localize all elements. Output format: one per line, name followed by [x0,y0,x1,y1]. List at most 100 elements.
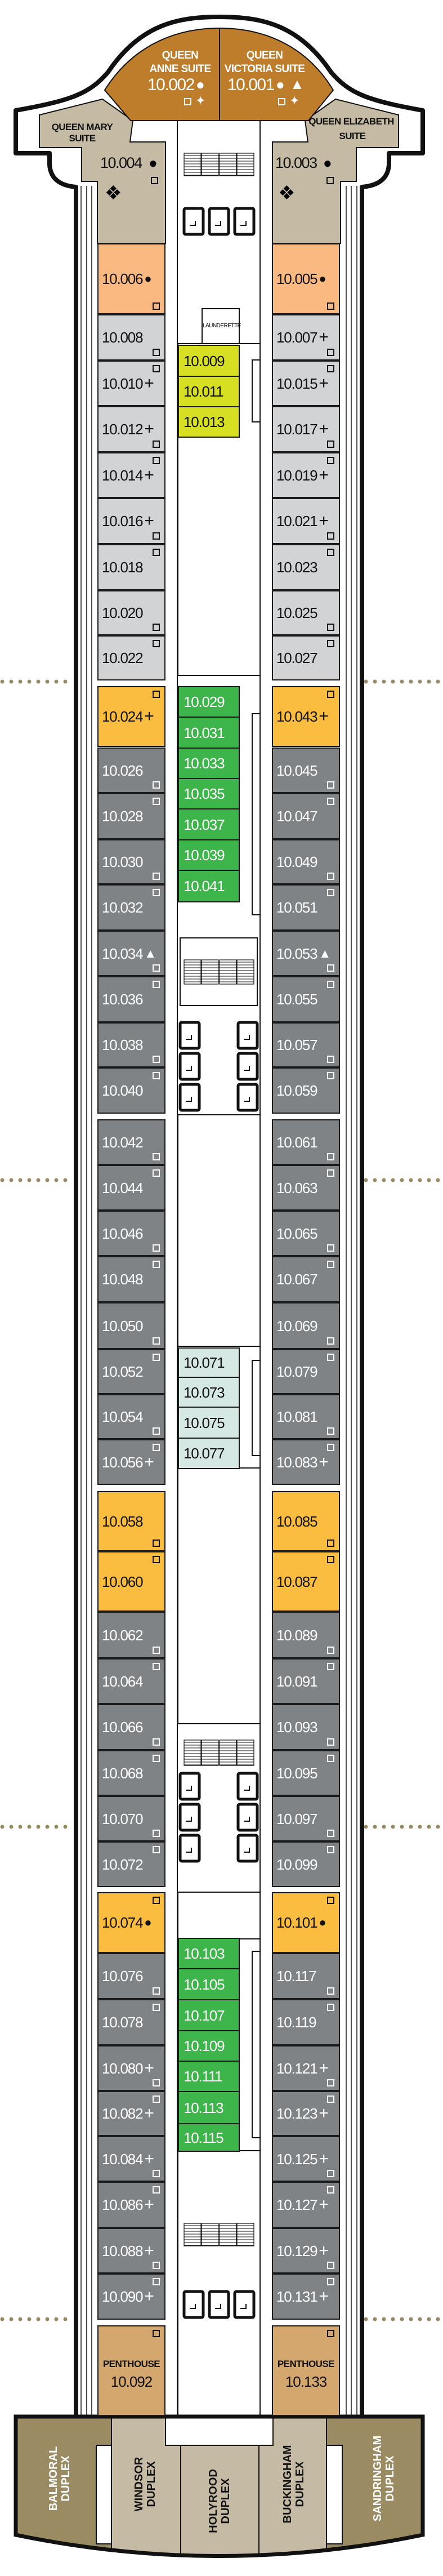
cabin-10-036[interactable]: 10.036 [97,976,165,1022]
cabin-10-014[interactable]: 10.014+ [97,452,165,498]
cabin-10-055[interactable]: 10.055 [272,976,340,1022]
cabin-10-024[interactable]: 10.024+ [97,686,165,747]
cabin-10-056[interactable]: 10.056+ [97,1439,165,1485]
cabin-10-080[interactable]: 10.080+ [97,2045,165,2091]
cabin-10-034[interactable]: 10.034▲ [97,931,165,976]
cabin-10-109[interactable]: 10.109 [178,2030,240,2062]
cabin-10-127[interactable]: 10.127+ [272,2182,340,2228]
cabin-10-088[interactable]: 10.088+ [97,2228,165,2274]
cabin-10-121[interactable]: 10.121+ [272,2045,340,2091]
cabin-10-113[interactable]: 10.113 [178,2091,240,2124]
cabin-10-012[interactable]: 10.012+ [97,406,165,452]
cabin-10-017[interactable]: 10.017+ [272,406,340,452]
cabin-10-049[interactable]: 10.049 [272,839,340,884]
cabin-10-090[interactable]: 10.090+ [97,2274,165,2320]
cabin-10-026[interactable]: 10.026 [97,748,165,793]
cabin-10-105[interactable]: 10.105 [178,1968,240,2000]
cabin-10-071[interactable]: 10.071 [178,1347,240,1378]
queen-mary-suite-number[interactable]: 10.004 [100,154,142,171]
cabin-10-059[interactable]: 10.059 [272,1067,340,1114]
cabin-10-054[interactable]: 10.054 [97,1394,165,1439]
cabin-10-037[interactable]: 10.037 [178,808,240,840]
cabin-10-068[interactable]: 10.068 [97,1750,165,1796]
cabin-10-101[interactable]: 10.101● [272,1892,340,1953]
cabin-10-062[interactable]: 10.062 [97,1612,165,1658]
cabin-10-057[interactable]: 10.057 [272,1022,340,1067]
cabin-10-006[interactable]: 10.006● [97,243,165,314]
cabin-10-007[interactable]: 10.007+ [272,314,340,361]
cabin-10-052[interactable]: 10.052 [97,1349,165,1394]
cabin-10-072[interactable]: 10.072 [97,1841,165,1887]
cabin-10-119[interactable]: 10.119 [272,1999,340,2045]
cabin-10-035[interactable]: 10.035 [178,778,240,809]
cabin-10-045[interactable]: 10.045 [272,748,340,793]
cabin-10-053[interactable]: 10.053▲ [272,931,340,976]
cabin-10-032[interactable]: 10.032 [97,884,165,931]
cabin-10-117[interactable]: 10.117 [272,1953,340,1999]
cabin-10-087[interactable]: 10.087 [272,1551,340,1612]
cabin-10-020[interactable]: 10.020 [97,590,165,635]
cabin-10-081[interactable]: 10.081 [272,1394,340,1439]
cabin-10-074[interactable]: 10.074● [97,1892,165,1953]
cabin-10-047[interactable]: 10.047 [272,793,340,839]
cabin-10-097[interactable]: 10.097 [272,1796,340,1841]
cabin-10-031[interactable]: 10.031 [178,717,240,749]
cabin-10-018[interactable]: 10.018 [97,544,165,590]
cabin-10-023[interactable]: 10.023 [272,544,340,590]
cabin-10-077[interactable]: 10.077 [178,1438,240,1469]
cabin-10-043[interactable]: 10.043+ [272,686,340,747]
cabin-10-099[interactable]: 10.099 [272,1841,340,1887]
cabin-10-039[interactable]: 10.039 [178,839,240,871]
cabin-10-038[interactable]: 10.038 [97,1022,165,1067]
cabin-10-067[interactable]: 10.067 [272,1256,340,1302]
cabin-10-065[interactable]: 10.065 [272,1211,340,1256]
cabin-10-089[interactable]: 10.089 [272,1612,340,1658]
cabin-10-016[interactable]: 10.016+ [97,498,165,544]
cabin-10-125[interactable]: 10.125+ [272,2136,340,2182]
cabin-10-115[interactable]: 10.115 [178,2123,240,2152]
cabin-10-084[interactable]: 10.084+ [97,2136,165,2182]
cabin-10-013[interactable]: 10.013 [178,406,240,438]
cabin-10-008[interactable]: 10.008 [97,314,165,361]
cabin-10-107[interactable]: 10.107 [178,1999,240,2031]
cabin-10-095[interactable]: 10.095 [272,1750,340,1796]
cabin-10-066[interactable]: 10.066 [97,1704,165,1750]
cabin-10-046[interactable]: 10.046 [97,1211,165,1256]
cabin-10-082[interactable]: 10.082+ [97,2091,165,2136]
launderette[interactable]: LAUNDERETTE [202,308,241,344]
cabin-10-111[interactable]: 10.111 [178,2061,240,2092]
cabin-10-021[interactable]: 10.021+ [272,498,340,544]
cabin-10-085[interactable]: 10.085 [272,1491,340,1551]
cabin-10-086[interactable]: 10.086+ [97,2182,165,2228]
cabin-10-051[interactable]: 10.051 [272,884,340,931]
cabin-10-091[interactable]: 10.091 [272,1658,340,1704]
cabin-10-029[interactable]: 10.029 [178,686,240,718]
cabin-10-083[interactable]: 10.083+ [272,1439,340,1485]
cabin-10-005[interactable]: 10.005● [272,243,340,314]
cabin-10-044[interactable]: 10.044 [97,1165,165,1211]
queen-victoria-suite-number[interactable]: 10.001 [227,75,275,94]
cabin-10-042[interactable]: 10.042 [97,1119,165,1165]
cabin-10-010[interactable]: 10.010+ [97,361,165,406]
cabin-10-063[interactable]: 10.063 [272,1165,340,1211]
cabin-10-078[interactable]: 10.078 [97,1999,165,2045]
cabin-10-075[interactable]: 10.075 [178,1407,240,1439]
cabin-10-022[interactable]: 10.022 [97,635,165,680]
cabin-10-048[interactable]: 10.048 [97,1256,165,1302]
cabin-10-028[interactable]: 10.028 [97,793,165,839]
cabin-10-076[interactable]: 10.076 [97,1953,165,1999]
cabin-10-019[interactable]: 10.019+ [272,452,340,498]
cabin-10-009[interactable]: 10.009 [178,345,240,377]
cabin-10-070[interactable]: 10.070 [97,1796,165,1841]
queen-anne-suite-number[interactable]: 10.002 [147,75,195,94]
queen-elizabeth-suite-number[interactable]: 10.003 [275,154,317,171]
cabin-10-050[interactable]: 10.050 [97,1302,165,1349]
cabin-10-011[interactable]: 10.011 [178,376,240,407]
